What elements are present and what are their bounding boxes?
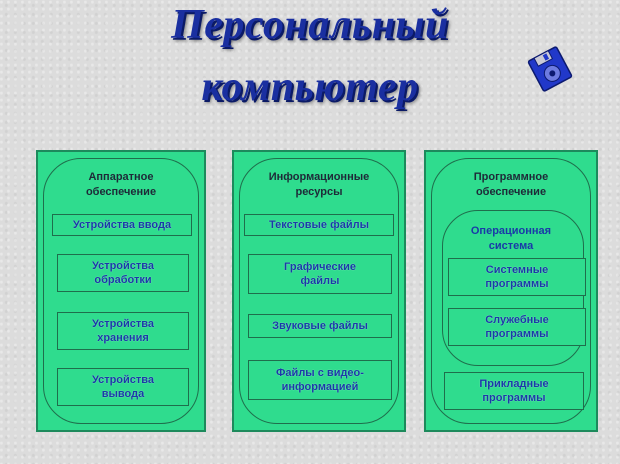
box-label: Устройства ввода [72,219,172,231]
box-label: Устройства [91,318,155,330]
column-heading: Аппаратное обеспечение [46,170,196,200]
box-label: Текстовые файлы [269,219,369,231]
box-utility-programs: Служебные программы [448,308,586,346]
column-oval [239,158,399,424]
box-label: Устройства [91,374,155,386]
os-heading: Операционная система [434,224,588,254]
box-label: программы [482,392,546,404]
column-heading: Программное обеспечение [434,170,588,200]
box-label: вывода [101,388,145,400]
box-audio-files: Звуковые файлы [248,314,392,338]
heading-line: Операционная [470,225,552,237]
box-output-devices: Устройства вывода [57,368,189,406]
page-title-line-1: Персональный [171,2,449,48]
box-system-programs: Системные программы [448,258,586,296]
heading-line: Информационные [268,171,370,183]
box-label: Системные [485,264,549,276]
column-oval [431,158,591,424]
box-text-files: Текстовые файлы [244,214,394,236]
box-processing-devices: Устройства обработки [57,254,189,292]
heading-line: Программное [473,171,549,183]
box-label: Графические [284,261,356,273]
box-label: хранения [97,332,149,344]
box-label: файлы [300,275,340,287]
column-heading: Информационные ресурсы [242,170,396,200]
box-label: Звуковые файлы [272,320,368,332]
heading-line: обеспечение [85,186,157,198]
box-label: Файлы с видео- [276,367,364,379]
column-oval [43,158,199,424]
box-label: обработки [94,274,152,286]
heading-line: обеспечение [475,186,547,198]
box-label: информацией [281,381,359,393]
page-title-line-2: компьютер [201,64,419,110]
floppy-disk-icon [527,46,573,92]
heading-line: система [488,240,534,252]
box-label: программы [485,278,549,290]
column-software: Программное обеспечение Операционная сис… [424,150,598,432]
box-application-programs: Прикладные программы [444,372,584,410]
box-storage-devices: Устройства хранения [57,312,189,350]
box-label: программы [485,328,549,340]
box-input-devices: Устройства ввода [52,214,192,236]
column-information-resources: Информационные ресурсы Текстовые файлы Г… [232,150,406,432]
heading-line: ресурсы [295,186,343,198]
box-label: Устройства [91,260,155,272]
column-hardware: Аппаратное обеспечение Устройства ввода … [36,150,206,432]
box-label: Прикладные [479,378,549,390]
heading-line: Аппаратное [88,171,154,183]
box-video-files: Файлы с видео- информацией [248,360,392,400]
box-label: Служебные [485,314,549,326]
box-graphic-files: Графические файлы [248,254,392,294]
